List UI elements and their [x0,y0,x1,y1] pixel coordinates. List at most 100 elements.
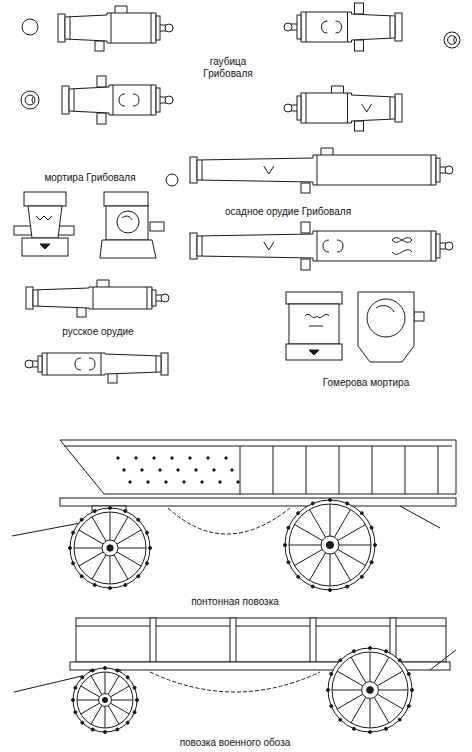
hub [102,540,118,556]
cascabel-knob [25,360,33,368]
mortar-side [100,192,164,258]
spoke [370,652,371,682]
spoke [335,509,351,537]
spoke [374,697,389,723]
tyre-bolt [339,659,342,662]
reinforce-ring [306,93,307,123]
spoke [332,690,362,691]
muzzle-ring [104,192,148,206]
caption-label: повозка военного обоза [179,737,292,749]
reinforce-ring [431,231,432,261]
rivet [135,457,137,459]
tyre-bolt [126,721,129,724]
dolphin [323,240,343,252]
barrel-body [197,231,436,261]
wheel-rim [285,500,375,590]
strap [230,618,236,662]
frame-beam [60,498,456,506]
wheel-felloe [77,672,133,728]
tyre-bolt [109,507,112,510]
wheel [72,667,139,734]
reinforce-ring [151,85,152,115]
axle-cap [326,541,333,548]
bore-shade [376,305,394,312]
cannon-barrel [26,280,169,317]
reinforce-ring [113,85,114,115]
wheel-felloe [332,652,408,728]
spoke [335,553,351,581]
spoke [105,706,106,728]
muzzle-ring [395,94,402,122]
spoke [81,703,100,714]
trunnion [301,222,310,233]
emblem [362,104,372,112]
dolphin [119,94,139,106]
spoke [330,504,331,536]
trunnion [97,113,106,124]
tyre-bolt [287,561,290,564]
breech-base [436,234,440,258]
spoke [108,676,119,695]
reinforce-ring [151,13,152,43]
rivet [177,469,179,471]
handle [332,86,344,93]
cascabel-knob [165,24,173,32]
hub [321,536,339,554]
rivet [237,481,239,483]
tyre-bolt [329,499,332,502]
brace [400,506,440,528]
rib [273,446,274,494]
circle-view [166,174,178,186]
trunnion [355,40,364,51]
wheel [284,499,377,592]
cascabel-knob [161,294,169,302]
tyre-bolt [93,510,96,513]
spoke [338,525,366,541]
reinforce-ring [347,93,348,123]
rivet [213,469,215,471]
spoke [117,552,141,566]
bore [367,299,405,337]
muzzle-ring [26,287,33,309]
strap [150,618,156,662]
breech-base [436,158,440,182]
barrel-body [301,12,395,42]
tyre-bolt [116,728,119,731]
tyre-bolt [284,544,287,547]
axle-cap [102,697,107,702]
tyre-bolt [360,512,363,515]
tyre-bolt [311,502,314,505]
tyre-bolt [72,562,75,565]
tyre-bolt [385,650,388,653]
breech-base [297,15,301,39]
mortar-body [289,304,339,344]
mortar-body [106,206,148,240]
reinforce-ring [317,155,318,185]
emblem [264,242,274,250]
homer-mortar-front [286,292,342,360]
reinforce-ring [390,16,391,38]
rivet [225,457,227,459]
muzzle-ring [62,86,69,114]
caption-label: гаубица Грибоваля [196,56,260,80]
rib [405,446,406,494]
tyre-bolt [369,647,372,650]
spoke [337,694,363,709]
trunnion [355,121,364,131]
caption-label: осадное орудие Грибоваля [224,206,352,218]
muzzle-view [166,174,178,186]
spoke [310,509,326,537]
reinforce-ring [93,287,94,309]
emblem [309,350,319,355]
tyre-bolt [352,650,355,653]
handle [97,280,109,287]
tyre-bolt [81,721,84,724]
breech-base [156,88,160,112]
dolphin [75,358,95,370]
bore-shade [32,96,34,103]
bore [117,211,139,233]
handle [115,6,127,13]
spoke [378,690,408,691]
reinforce-ring [74,89,75,111]
